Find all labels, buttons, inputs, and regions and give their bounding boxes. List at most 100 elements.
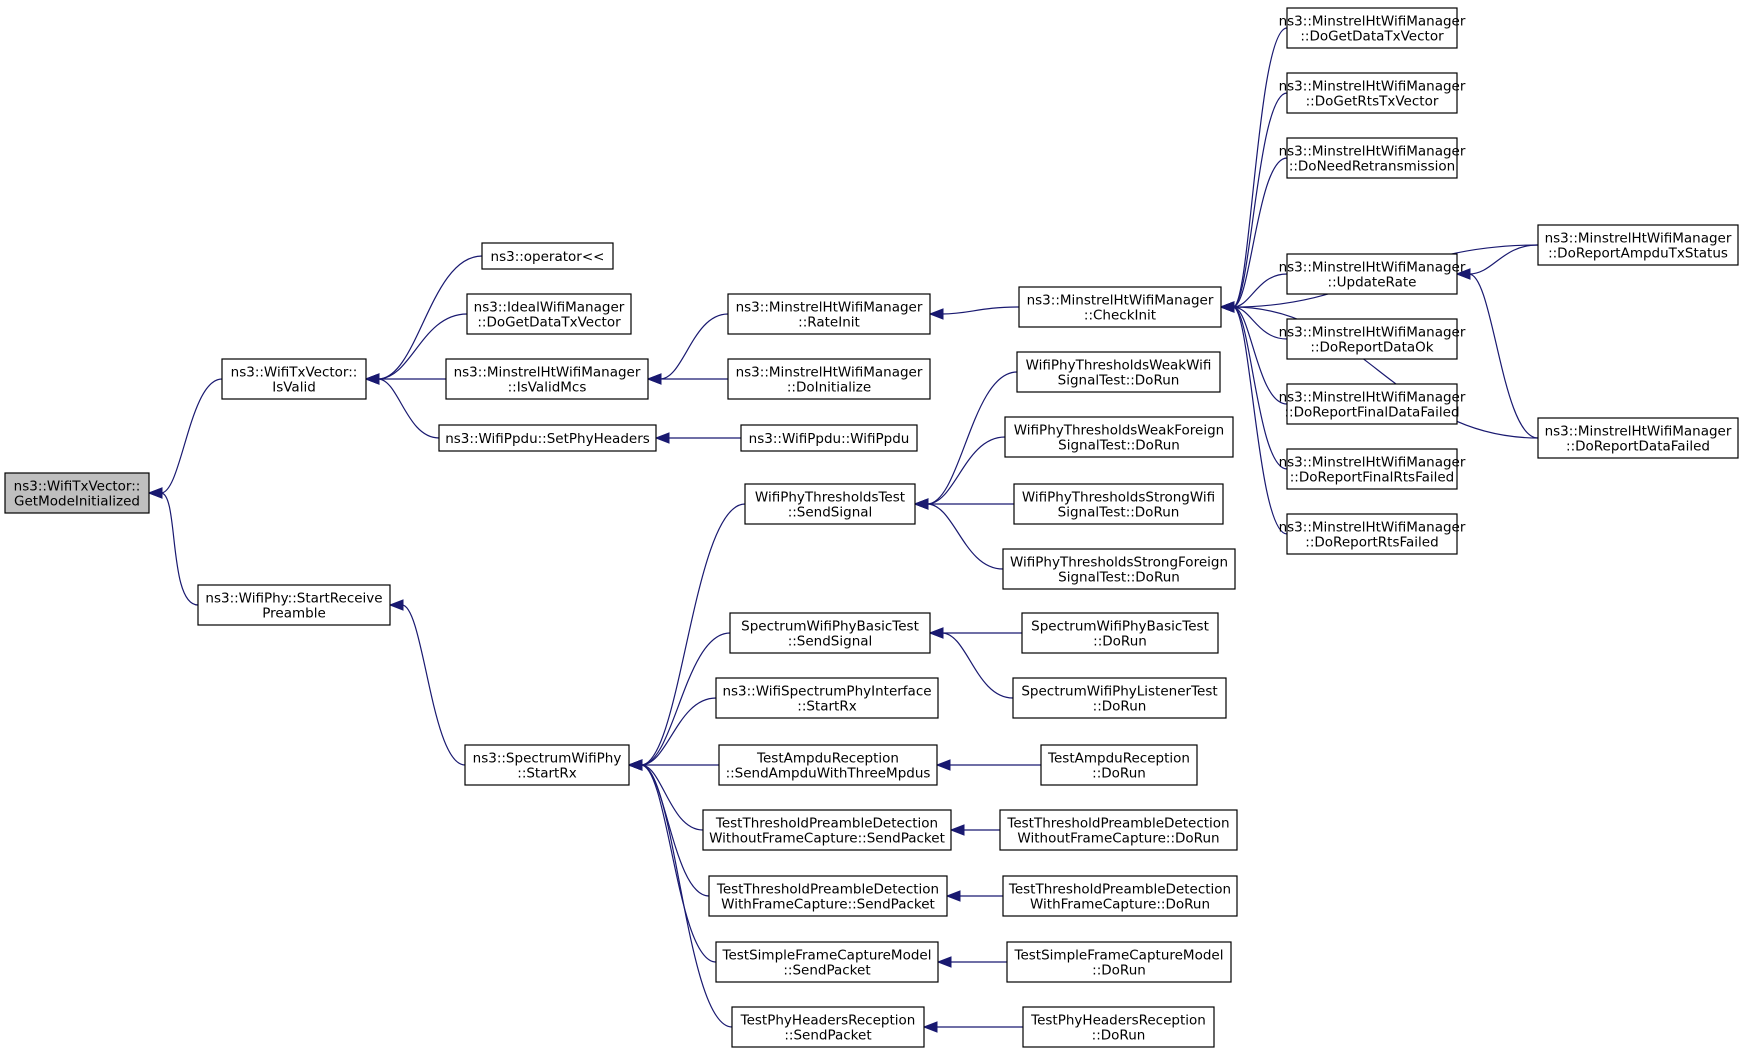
- node-box-doneedretrans[interactable]: [1286, 137, 1458, 179]
- node-weakforeign[interactable]: WifiPhyThresholdsWeakForeignSignalTest::…: [1004, 416, 1234, 458]
- node-setphyheaders[interactable]: ns3::WifiPpdu::SetPhyHeaders: [438, 424, 657, 452]
- node-box-doreportdataok[interactable]: [1286, 318, 1458, 360]
- node-box-wifippdu[interactable]: [740, 424, 918, 452]
- node-thrwithoutsend[interactable]: TestThresholdPreambleDetectionWithoutFra…: [702, 809, 952, 851]
- node-label-thrwithoutsend-line-0: TestThresholdPreambleDetection: [715, 816, 938, 832]
- node-ampdurun[interactable]: TestAmpduReception::DoRun: [1040, 744, 1198, 786]
- node-label-weakwifi-line-0: WifiPhyThresholdsWeakWifi: [1026, 358, 1212, 374]
- node-spectrumstartrx[interactable]: ns3::SpectrumWifiPhy::StartRx: [464, 744, 630, 786]
- node-label-spectrumphyif-line-1: ::StartRx: [797, 699, 856, 715]
- arrowhead-doreportdatafailed-to-checkinit: [1219, 301, 1235, 313]
- node-box-root[interactable]: [4, 472, 150, 514]
- node-weakwifi[interactable]: WifiPhyThresholdsWeakWifiSignalTest::DoR…: [1016, 351, 1221, 393]
- node-doreportdatafailed[interactable]: ns3::MinstrelHtWifiManager::DoReportData…: [1537, 417, 1739, 459]
- node-box-isvalid[interactable]: [221, 358, 367, 400]
- edge-thrwithsend-to-spectrumstartrx: [640, 764, 710, 897]
- node-box-doreportfinaldata[interactable]: [1286, 383, 1458, 425]
- node-box-simplesend[interactable]: [715, 941, 939, 983]
- node-wifippdu[interactable]: ns3::WifiPpdu::WifiPpdu: [740, 424, 918, 452]
- node-box-spectrumbasicsend[interactable]: [729, 612, 931, 654]
- node-thresholdssend[interactable]: WifiPhyThresholdsTest::SendSignal: [744, 483, 916, 525]
- node-label-doreportfinaldata-line-0: ns3::MinstrelHtWifiManager: [1279, 390, 1466, 406]
- node-box-weakwifi[interactable]: [1016, 351, 1221, 393]
- node-box-strongwifi[interactable]: [1013, 483, 1224, 525]
- node-label-simplesend-line-0: TestSimpleFrameCaptureModel: [722, 948, 932, 964]
- node-box-dogetrtstx[interactable]: [1286, 72, 1458, 114]
- node-box-setphyheaders[interactable]: [438, 424, 657, 452]
- node-doreportampdu[interactable]: ns3::MinstrelHtWifiManager::DoReportAmpd…: [1537, 224, 1739, 266]
- node-spectrumphyif[interactable]: ns3::WifiSpectrumPhyInterface::StartRx: [715, 677, 939, 719]
- node-box-strongforeign[interactable]: [1002, 548, 1236, 590]
- node-spectrumbasicrun[interactable]: SpectrumWifiPhyBasicTest::DoRun: [1021, 612, 1219, 654]
- node-box-doreportfinalrts[interactable]: [1286, 448, 1458, 490]
- edge-updaterate-to-checkinit: [1232, 273, 1288, 308]
- node-doreportfinaldata[interactable]: ns3::MinstrelHtWifiManager::DoReportFina…: [1279, 383, 1466, 425]
- node-box-spectrumlistener[interactable]: [1012, 677, 1227, 719]
- node-box-checkinit[interactable]: [1018, 286, 1222, 328]
- node-dogetdatatx[interactable]: ns3::MinstrelHtWifiManager::DoGetDataTxV…: [1279, 7, 1466, 49]
- node-box-simplerun[interactable]: [1006, 941, 1232, 983]
- node-root[interactable]: ns3::WifiTxVector::GetModeInitialized: [4, 472, 150, 514]
- node-doreportrts[interactable]: ns3::MinstrelHtWifiManager::DoReportRtsF…: [1279, 513, 1466, 555]
- node-label-operator-line-0: ns3::operator<<: [491, 249, 605, 265]
- node-box-spectrumbasicrun[interactable]: [1021, 612, 1219, 654]
- node-box-thrwithoutsend[interactable]: [702, 809, 952, 851]
- node-label-root-line-0: ns3::WifiTxVector::: [14, 479, 141, 495]
- node-box-weakforeign[interactable]: [1004, 416, 1234, 458]
- node-checkinit[interactable]: ns3::MinstrelHtWifiManager::CheckInit: [1018, 286, 1222, 328]
- node-box-thresholdssend[interactable]: [744, 483, 916, 525]
- node-isvalidmcs[interactable]: ns3::MinstrelHtWifiManager::IsValidMcs: [445, 358, 649, 400]
- node-box-operator[interactable]: [481, 242, 614, 270]
- node-label-thrwithsend-line-1: WithFrameCapture::SendPacket: [721, 897, 935, 913]
- node-box-rateinit[interactable]: [727, 293, 931, 335]
- node-phyheaderssend[interactable]: TestPhyHeadersReception::SendPacket: [731, 1006, 925, 1048]
- node-strongwifi[interactable]: WifiPhyThresholdsStrongWifiSignalTest::D…: [1013, 483, 1224, 525]
- node-box-doreportdatafailed[interactable]: [1537, 417, 1739, 459]
- node-ampdusend[interactable]: TestAmpduReception::SendAmpduWithThreeMp…: [718, 744, 938, 786]
- edges-layer: [147, 27, 1539, 1033]
- node-thrwithrun[interactable]: TestThresholdPreambleDetectionWithFrameC…: [1002, 875, 1238, 917]
- node-box-thrwithoutrun[interactable]: [999, 809, 1238, 851]
- node-box-phyheadersrun[interactable]: [1022, 1006, 1215, 1048]
- node-doneedretrans[interactable]: ns3::MinstrelHtWifiManager::DoNeedRetran…: [1279, 137, 1466, 179]
- node-thrwithsend[interactable]: TestThresholdPreambleDetectionWithFrameC…: [708, 875, 948, 917]
- arrowhead-spectrumstartrx-to-startreceive: [388, 599, 404, 611]
- node-phyheadersrun[interactable]: TestPhyHeadersReception::DoRun: [1022, 1006, 1215, 1048]
- node-operator[interactable]: ns3::operator<<: [481, 242, 614, 270]
- edge-spectrumlistener-to-spectrumbasicsend: [941, 632, 1014, 699]
- node-simplesend[interactable]: TestSimpleFrameCaptureModel::SendPacket: [715, 941, 939, 983]
- node-rateinit[interactable]: ns3::MinstrelHtWifiManager::RateInit: [727, 293, 931, 335]
- node-simplerun[interactable]: TestSimpleFrameCaptureModel::DoRun: [1006, 941, 1232, 983]
- node-label-spectrumlistener-line-0: SpectrumWifiPhyListenerTest: [1021, 684, 1217, 700]
- node-label-thresholdssend-line-0: WifiPhyThresholdsTest: [755, 490, 905, 506]
- node-box-spectrumstartrx[interactable]: [464, 744, 630, 786]
- node-doreportfinalrts[interactable]: ns3::MinstrelHtWifiManager::DoReportFina…: [1279, 448, 1466, 490]
- node-isvalid[interactable]: ns3::WifiTxVector::IsValid: [221, 358, 367, 400]
- node-strongforeign[interactable]: WifiPhyThresholdsStrongForeignSignalTest…: [1002, 548, 1236, 590]
- node-box-updaterate[interactable]: [1286, 253, 1458, 295]
- node-box-ampdurun[interactable]: [1040, 744, 1198, 786]
- node-box-startreceive[interactable]: [197, 584, 391, 626]
- edge-doneedretrans-to-checkinit: [1232, 157, 1288, 308]
- node-box-spectrumphyif[interactable]: [715, 677, 939, 719]
- node-box-ampdusend[interactable]: [718, 744, 938, 786]
- node-box-doinitialize[interactable]: [727, 358, 931, 400]
- node-box-thrwithrun[interactable]: [1002, 875, 1238, 917]
- node-box-doreportrts[interactable]: [1286, 513, 1458, 555]
- node-box-phyheaderssend[interactable]: [731, 1006, 925, 1048]
- node-spectrumbasicsend[interactable]: SpectrumWifiPhyBasicTest::SendSignal: [729, 612, 931, 654]
- node-thrwithoutrun[interactable]: TestThresholdPreambleDetectionWithoutFra…: [999, 809, 1238, 851]
- node-doinitialize[interactable]: ns3::MinstrelHtWifiManager::DoInitialize: [727, 358, 931, 400]
- node-doreportdataok[interactable]: ns3::MinstrelHtWifiManager::DoReportData…: [1279, 318, 1466, 360]
- node-box-doreportampdu[interactable]: [1537, 224, 1739, 266]
- node-updaterate[interactable]: ns3::MinstrelHtWifiManager::UpdateRate: [1279, 253, 1466, 295]
- node-box-idealdoget[interactable]: [466, 293, 632, 335]
- node-spectrumlistener[interactable]: SpectrumWifiPhyListenerTest::DoRun: [1012, 677, 1227, 719]
- node-box-thrwithsend[interactable]: [708, 875, 948, 917]
- node-box-isvalidmcs[interactable]: [445, 358, 649, 400]
- node-idealdoget[interactable]: ns3::IdealWifiManager::DoGetDataTxVector: [466, 293, 632, 335]
- arrowhead-setphyheaders-to-isvalid: [364, 373, 380, 385]
- node-box-dogetdatatx[interactable]: [1286, 7, 1458, 49]
- node-dogetrtstx[interactable]: ns3::MinstrelHtWifiManager::DoGetRtsTxVe…: [1279, 72, 1466, 114]
